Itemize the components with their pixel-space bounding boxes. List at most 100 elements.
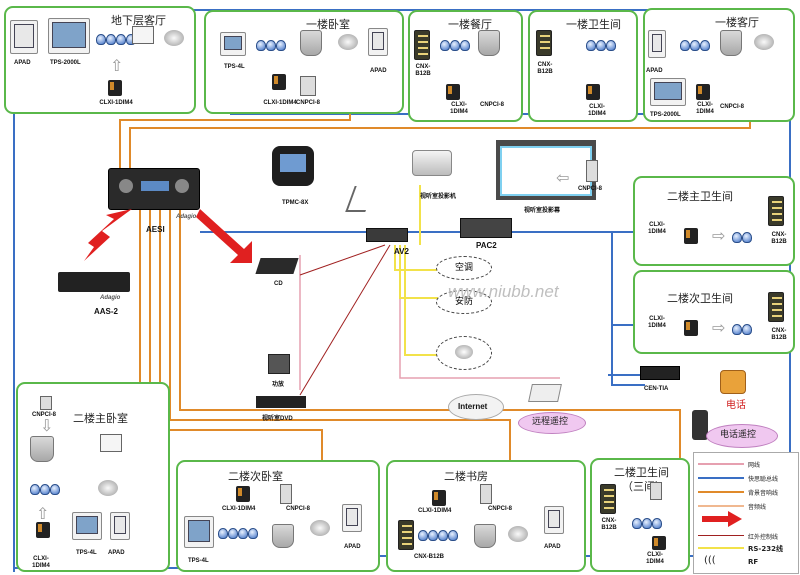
watermark-label: www.niubb.net	[448, 282, 559, 301]
camera-bubble	[436, 336, 492, 370]
clxi-label: CLXI-1DIM4	[32, 556, 50, 569]
dimmer-icon	[432, 490, 446, 506]
cnx-b12b-label: CNX-B12B	[771, 232, 787, 245]
keypad-panel	[768, 196, 784, 226]
arrow-up-icon: ⇧	[110, 56, 124, 75]
cd-player	[255, 258, 299, 274]
mobile-phone-icon	[692, 410, 708, 440]
remote-bubble	[518, 412, 586, 434]
clxi-label: CLXI-1DIM4	[99, 100, 133, 106]
apad-label: APAD	[646, 68, 663, 74]
clxi-label: CLXI-1DIM4	[648, 222, 666, 235]
clxi-label: CLXI-1DIM4	[696, 102, 714, 115]
cnpci-label: CNPCI-8	[32, 412, 57, 418]
aas-2-label: AAS-2	[94, 307, 119, 316]
legend-item: RS-232线	[698, 543, 796, 553]
apad-panel	[368, 28, 388, 56]
phone-label: 电话	[726, 400, 746, 411]
legend-item: 网线	[698, 459, 796, 469]
dimmer-icon	[36, 522, 50, 538]
room-dining-1f: 一楼餐厅	[408, 10, 523, 122]
room-title: 一楼卫生间	[566, 18, 621, 31]
room-title: 一楼餐厅	[448, 18, 492, 31]
internet-cloud	[448, 394, 504, 420]
brand-label: Adagio	[100, 295, 121, 301]
legend-label: 网线	[748, 462, 761, 469]
speaker-icon	[164, 30, 184, 46]
arrow-right-icon: ⇨	[712, 226, 726, 245]
dimmer-icon	[446, 84, 460, 100]
dimmer-icon	[586, 84, 600, 100]
tpmc-label: TPMC-8X	[282, 200, 309, 206]
red-arrow-icon	[84, 209, 132, 261]
cnx-b12b-label: CNX-B12B	[415, 64, 431, 77]
cnpci-icon	[300, 76, 316, 96]
clxi-label: CLXI-1DIM4	[646, 552, 664, 565]
keypad-panel	[398, 520, 414, 550]
arrow-left-icon: ⇦	[556, 168, 570, 187]
cnpci-label: CNPCI-8	[286, 506, 311, 512]
legend-label: RF	[748, 558, 759, 566]
tps-2000l-panel	[650, 78, 686, 106]
room-title: 一楼卧室	[306, 18, 350, 31]
pac2-controller	[460, 218, 512, 238]
speaker-icon	[508, 526, 528, 542]
clxi-label: CLXI-1DIM4	[263, 100, 297, 106]
cd-label: CD	[274, 281, 283, 287]
clxi-label: CLXI-1DIM4	[450, 102, 468, 115]
tps-2000l-panel	[48, 18, 90, 54]
cnpci-icon	[586, 160, 598, 182]
phone-icon	[720, 370, 746, 394]
keypad-panel	[600, 484, 616, 514]
apad-label: APAD	[108, 550, 125, 556]
security-label: 安防	[454, 297, 473, 307]
clxi-label: CLXI-1DIM4	[648, 316, 666, 329]
brand-label: Adagio	[176, 214, 197, 220]
room-bathroom-1f: 一楼卫生间	[528, 10, 638, 122]
clxi-label: CLXI-1DIM4	[418, 508, 452, 514]
legend-label: 背景音响线	[748, 490, 779, 497]
cnx-b12b-label: CNX-B12B	[771, 328, 787, 341]
cen-tia-device	[640, 366, 680, 380]
pendant-lamp-icon	[478, 30, 500, 56]
remote-label: 远程遥控	[532, 416, 569, 426]
room-title: 二楼次卧室	[228, 470, 283, 483]
av2-controller	[366, 228, 408, 242]
aesi-label: AESI	[146, 225, 165, 234]
arrow-right-icon: ⇨	[712, 318, 726, 337]
cnpci-icon	[650, 482, 662, 500]
aircon-bubble: 空调	[436, 256, 492, 280]
room-master-bedroom-1f: 一楼卧室	[204, 10, 404, 114]
dimmer-icon	[108, 80, 122, 96]
pendant-lamp-icon	[474, 524, 496, 548]
legend-label: 红外控制线	[748, 534, 779, 541]
tps-4l-label: TPS-4L	[76, 550, 97, 556]
cnpci-icon	[480, 484, 492, 504]
pendant-lamp-icon	[300, 30, 322, 56]
aircon-label: 空调	[454, 263, 473, 273]
apad-label: APAD	[370, 68, 387, 74]
cnpci-label: CNPCI-8	[488, 506, 513, 512]
legend-item	[698, 511, 796, 527]
tps-2000l-label: TPS-2000L	[50, 60, 81, 66]
cnpci-icon	[40, 396, 52, 410]
speaker-icon	[98, 480, 118, 496]
cnpci-label: CNPCI-8	[578, 186, 603, 192]
legend-label: 音频线	[748, 504, 767, 511]
tps-4l-panel	[72, 512, 102, 540]
room-title: 二楼次卫生间	[667, 292, 733, 305]
legend-item: 快思聪总线	[698, 473, 796, 483]
apad-panel	[342, 504, 362, 532]
clxi-label: CLXI-1DIM4	[588, 104, 606, 117]
aesi-receiver	[108, 168, 200, 210]
pendant-lamp-icon	[720, 30, 742, 56]
phone-remote-bubble	[706, 424, 778, 448]
tps-4l-label: TPS-4L	[224, 64, 245, 70]
dimmer-icon	[236, 486, 250, 502]
legend-item: ((( RF	[698, 555, 796, 567]
projector-label: 视听室投影机	[420, 194, 457, 200]
speaker-icon	[754, 34, 774, 50]
projector-screen-icon	[132, 26, 154, 44]
pendant-lamp-icon	[272, 524, 294, 548]
speaker-icon	[310, 520, 330, 536]
